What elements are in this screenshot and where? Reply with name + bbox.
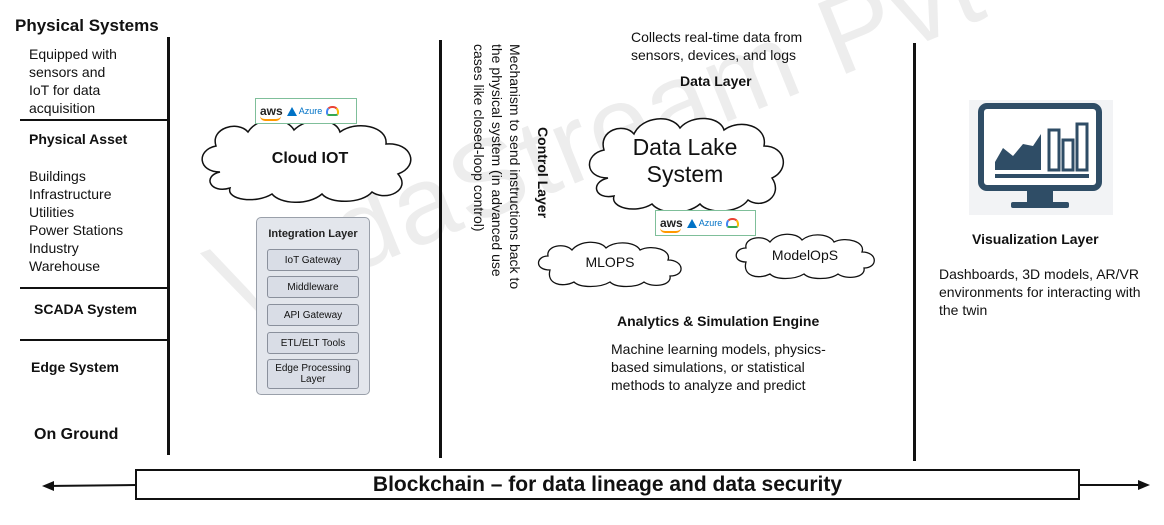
azure-label: Azure — [298, 106, 323, 116]
data-lake-label: Data Lake System — [580, 134, 790, 188]
physical-systems-desc: Equipped with sensors and IoT for data a… — [29, 45, 117, 117]
asset-item: Power Stations — [29, 222, 124, 238]
data-lake-provider-logos: aws Azure — [655, 210, 756, 236]
control-layer-desc: Mechanism to send instructions back to t… — [471, 44, 523, 290]
asset-list: Buildings Infrastructure Utilities Power… — [29, 167, 123, 275]
separator-physical-asset — [20, 119, 169, 121]
desc-line: IoT for data — [29, 82, 101, 98]
separator-line-2 — [439, 40, 442, 458]
desc-line: acquisition — [29, 100, 96, 116]
physical-asset-label: Physical Asset — [29, 131, 128, 147]
desc-line: based simulations, or statistical — [611, 359, 805, 375]
integration-item: ETL/ELT Tools — [267, 332, 359, 354]
asset-item: Infrastructure — [29, 186, 112, 202]
separator-edge — [20, 339, 169, 341]
desc-line: sensors, devices, and logs — [631, 47, 796, 63]
left-arrow-icon — [42, 481, 137, 491]
desc-line: Collects real-time data from — [631, 29, 803, 45]
modelops-cloud: ModelOpS — [730, 232, 880, 280]
visualization-layer-title: Visualization Layer — [972, 231, 1099, 247]
analytics-desc: Machine learning models, physics- based … — [611, 340, 826, 394]
data-lake-line: System — [646, 161, 724, 187]
azure-label: Azure — [698, 218, 723, 228]
monitor-icon — [978, 103, 1102, 208]
integration-item: Middleware — [267, 276, 359, 298]
integration-item: IoT Gateway — [267, 249, 359, 271]
mlops-label: MLOPS — [585, 254, 635, 270]
aws-logo: aws — [660, 216, 683, 233]
edge-system-label: Edge System — [31, 359, 119, 375]
desc-line: methods to analyze and predict — [611, 377, 806, 393]
asset-item: Industry — [29, 240, 79, 256]
aws-logo: aws — [260, 104, 283, 121]
cloud-icon — [537, 241, 682, 288]
on-ground-label: On Ground — [34, 426, 119, 443]
right-arrow-icon — [1078, 480, 1150, 490]
asset-item: Buildings — [29, 168, 86, 184]
asset-item: Warehouse — [29, 258, 101, 274]
google-cloud-icon — [326, 106, 340, 116]
separator-line-1 — [167, 37, 170, 455]
data-lake-cloud: Data Lake System — [580, 108, 790, 218]
data-layer-title: Data Layer — [680, 73, 752, 89]
desc-line: environments for interacting with — [939, 284, 1141, 300]
azure-logo: Azure — [286, 106, 323, 116]
control-layer-title: Control Layer — [535, 127, 551, 219]
separator-line-3 — [913, 43, 916, 461]
blockchain-banner: Blockchain – for data lineage and data s… — [135, 469, 1080, 500]
cloud-icon — [735, 233, 875, 280]
monitor-illustration — [969, 100, 1113, 215]
cloud-icon — [201, 119, 412, 203]
desc-line: Dashboards, 3D models, AR/VR — [939, 266, 1139, 282]
asset-item: Utilities — [29, 204, 75, 220]
modelops-label: ModelOpS — [771, 247, 839, 263]
integration-item: Edge Processing Layer — [267, 359, 359, 389]
analytics-title: Analytics & Simulation Engine — [617, 313, 820, 329]
cloud-iot-label: Cloud IOT — [271, 150, 349, 167]
separator-scada — [20, 287, 169, 289]
mlops-cloud: MLOPS — [532, 240, 688, 288]
integration-layer-panel: Integration Layer IoT Gateway Middleware… — [256, 217, 370, 395]
azure-icon — [286, 106, 297, 116]
scada-system-label: SCADA System — [34, 301, 137, 317]
cloud-icon — [588, 117, 785, 213]
desc-line: sensors and — [29, 64, 106, 80]
desc-line: Machine learning models, physics- — [611, 341, 826, 357]
desc-line: the twin — [939, 302, 988, 318]
integration-item: API Gateway — [267, 304, 359, 326]
physical-systems-title: Physical Systems — [15, 16, 159, 35]
data-lake-line: Data Lake — [632, 134, 738, 160]
visualization-desc: Dashboards, 3D models, AR/VR environment… — [939, 265, 1141, 319]
azure-icon — [686, 218, 697, 228]
google-cloud-icon — [726, 218, 740, 228]
azure-logo: Azure — [686, 218, 723, 228]
cloud-iot-cloud: Cloud IOT — [190, 110, 430, 205]
integration-layer-title: Integration Layer — [268, 228, 358, 240]
cloud-provider-logos: aws Azure — [255, 98, 357, 124]
data-layer-desc: Collects real-time data from sensors, de… — [631, 28, 802, 64]
desc-line: Equipped with — [29, 46, 117, 62]
